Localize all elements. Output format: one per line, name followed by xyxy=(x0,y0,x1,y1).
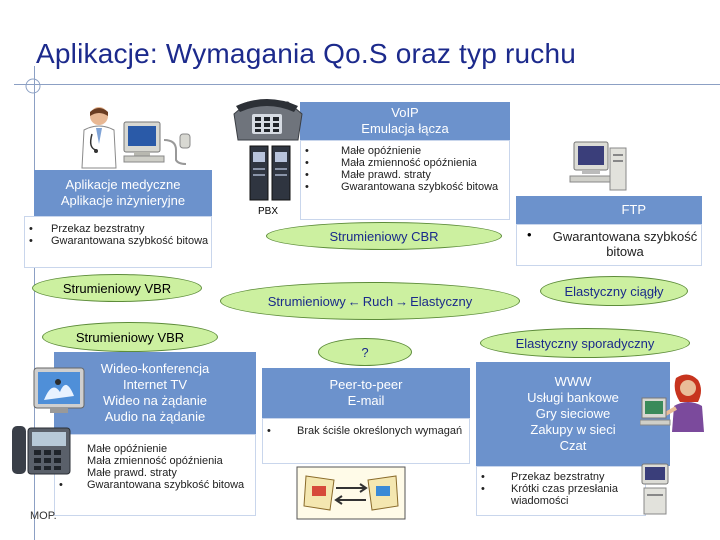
www-box: WWW Usługi bankowe Gry sieciowe Zakupy w… xyxy=(476,362,670,466)
voip-subtitle: Emulacja łącza xyxy=(361,121,449,136)
ftp-bullet: • xyxy=(527,227,532,242)
www-line-1: WWW xyxy=(554,374,592,389)
elastic-sporadic-ellipse: Elastyczny sporadyczny xyxy=(480,328,690,358)
www-line-3: Gry sieciowe xyxy=(535,406,611,421)
list-item: Przekaz bezstratny xyxy=(25,223,211,235)
p2p-reqs-box: Brak ściśle określonych wymagań xyxy=(262,418,470,464)
p2p-line-1: Peer-to-peer xyxy=(329,377,403,392)
medical-box: Aplikacje medyczne Aplikacje inżynieryjn… xyxy=(34,170,212,216)
ftp-req: Gwarantowana szybkość bitowa xyxy=(552,229,698,259)
slide-title: Aplikacje: Wymagania Qo.S oraz typ ruchu xyxy=(36,38,576,69)
pbx-server-icon xyxy=(249,145,291,201)
p2p-line-2: E-mail xyxy=(347,393,385,408)
list-item: Krótki czas przesłania wiadomości xyxy=(477,483,645,507)
desktop-pc-icon xyxy=(569,141,627,191)
list-item: Małe opóźnienie xyxy=(55,443,255,455)
stream-elastic-ellipse: Strumieniowy ← Ruch → Elastyczny xyxy=(220,282,520,320)
computer-icon xyxy=(123,121,191,165)
ftp-title: FTP xyxy=(621,202,646,217)
www-reqs-list: Przekaz bezstratny Krótki czas przesłani… xyxy=(477,471,645,507)
video-line-4: Audio na żądanie xyxy=(104,409,206,424)
video-line-3: Wideo na żądanie xyxy=(102,393,208,408)
stream-cbr-label: Strumieniowy CBR xyxy=(329,228,439,244)
list-item: Mała zmienność opóźnienia xyxy=(55,455,255,467)
video-reqs-box: Małe opóźnienie Mała zmienność opóźnieni… xyxy=(54,434,256,516)
stream-vbr-label-1: Strumieniowy VBR xyxy=(62,280,172,296)
tv-icon xyxy=(33,367,85,413)
voip-reqs-box: Małe opóźnienie Mała zmienność opóźnieni… xyxy=(300,140,510,220)
list-item: Przekaz bezstratny xyxy=(477,471,645,483)
question-ellipse: ? xyxy=(318,338,412,366)
elastic-continuous-ellipse: Elastyczny ciągły xyxy=(540,276,688,306)
video-reqs-list: Małe opóźnienie Mała zmienność opóźnieni… xyxy=(55,443,255,491)
elastic-sporadic-label: Elastyczny sporadyczny xyxy=(515,335,655,351)
stream-elastic-right: Elastyczny xyxy=(410,293,473,309)
stream-elastic-left: Strumieniowy xyxy=(267,293,346,309)
doctor-icon xyxy=(81,107,117,169)
list-item: Małe prawd. straty xyxy=(301,169,509,181)
voip-title: VoIP xyxy=(391,105,419,120)
rule-circle-icon xyxy=(25,78,41,94)
list-item: Małe opóźnienie xyxy=(301,145,509,157)
list-item: Brak ściśle określonych wymagań xyxy=(263,425,469,437)
list-item: Gwarantowana szybkość bitowa xyxy=(25,235,211,247)
video-line-1: Wideo-konferencja xyxy=(100,361,210,376)
arrow-right-icon: → xyxy=(395,293,409,309)
www-line-4: Zakupy w sieci xyxy=(530,422,616,437)
title-underline xyxy=(14,84,720,85)
list-item: Gwarantowana szybkość bitowa xyxy=(301,181,509,193)
video-line-2: Internet TV xyxy=(122,377,188,392)
stream-vbr-ellipse-2: Strumieniowy VBR xyxy=(42,322,218,352)
left-rule xyxy=(34,66,35,540)
medical-title-1: Aplikacje medyczne xyxy=(65,177,181,192)
peer-to-peer-icon xyxy=(296,466,406,520)
ftp-box: FTP xyxy=(516,196,702,224)
woman-at-computer-icon xyxy=(640,374,704,432)
ftp-reqs-box: • Gwarantowana szybkość bitowa xyxy=(516,224,702,266)
phone-icon xyxy=(233,99,303,141)
pbx-label: PBX xyxy=(258,206,279,217)
voip-reqs-list: Małe opóźnienie Mała zmienność opóźnieni… xyxy=(301,145,509,193)
stream-vbr-label-2: Strumieniowy VBR xyxy=(75,329,185,345)
medical-title-2: Aplikacje inżynieryjne xyxy=(60,193,186,208)
stream-elastic-mid: Ruch xyxy=(362,293,394,309)
medical-reqs-list: Przekaz bezstratny Gwarantowana szybkość… xyxy=(25,223,211,247)
footer-label: MOP. xyxy=(30,510,57,522)
ip-phone-icon xyxy=(12,426,71,475)
www-reqs-box: Przekaz bezstratny Krótki czas przesłani… xyxy=(476,466,646,516)
p2p-reqs-list: Brak ściśle określonych wymagań xyxy=(263,425,469,437)
list-item: Małe prawd. straty xyxy=(55,467,255,479)
p2p-box: Peer-to-peer E-mail xyxy=(262,368,470,418)
stream-vbr-ellipse-1: Strumieniowy VBR xyxy=(32,274,202,302)
desktop-pc-icon-2 xyxy=(641,463,669,515)
elastic-continuous-label: Elastyczny ciągły xyxy=(564,283,664,299)
video-box: Wideo-konferencja Internet TV Wideo na ż… xyxy=(54,352,256,434)
medical-reqs-box: Przekaz bezstratny Gwarantowana szybkość… xyxy=(24,216,212,268)
list-item: Gwarantowana szybkość bitowa xyxy=(55,479,255,491)
www-line-2: Usługi bankowe xyxy=(527,390,619,405)
question-label: ? xyxy=(361,344,369,360)
voip-box: VoIP Emulacja łącza xyxy=(300,102,510,140)
list-item: Mała zmienność opóźnienia xyxy=(301,157,509,169)
stream-cbr-ellipse: Strumieniowy CBR xyxy=(266,222,502,250)
arrow-left-icon: ← xyxy=(347,293,361,309)
www-line-5: Czat xyxy=(559,438,587,453)
